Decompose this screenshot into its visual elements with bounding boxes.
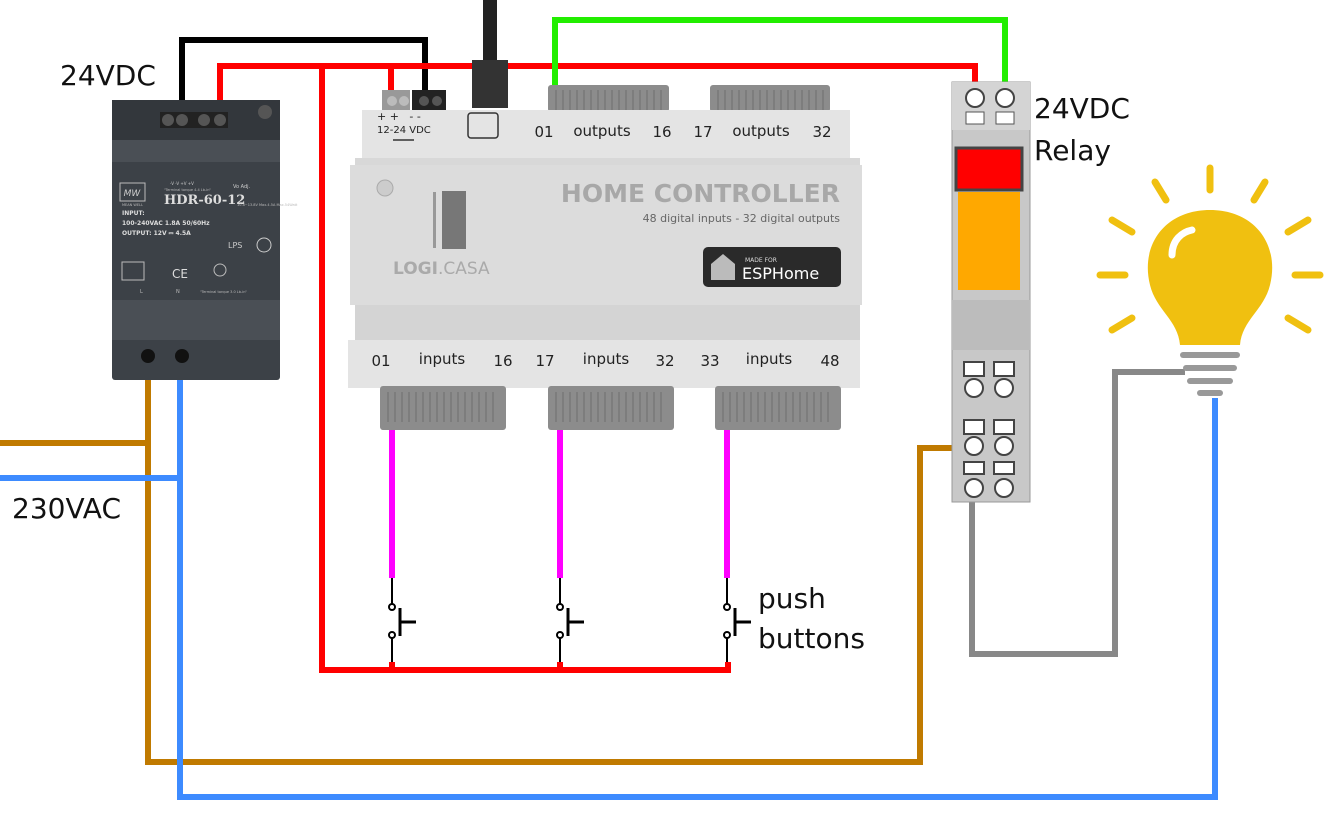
inputs-label-1: inputs — [419, 350, 466, 368]
power-voltage-label: 12-24 VDC — [377, 125, 431, 136]
output-connector-17-32 — [710, 85, 830, 112]
esphome-badge-small: MADE FOR — [745, 257, 777, 264]
push-buttons — [388, 578, 751, 662]
power-polarity: + + - - — [377, 110, 421, 123]
relay-label-line1: 24VDC — [1034, 92, 1130, 125]
inputs-end-32: 32 — [655, 352, 674, 370]
inputs-end-48: 48 — [820, 352, 839, 370]
input-connector-17-32 — [548, 386, 674, 430]
controller-title: HOME CONTROLLER — [561, 179, 840, 208]
psu-brand: MEAN WELL — [122, 203, 143, 207]
wire-switched-live — [969, 369, 1185, 657]
buttons-label-line2: buttons — [758, 622, 865, 655]
inputs-label-3: inputs — [746, 350, 793, 368]
psu-range: 10.8~13.8V Max.4.5A Max.54Watt — [237, 203, 298, 207]
esphome-house-icon — [711, 254, 735, 280]
psu-torque-top: "Terminal torque 4.4 Lb-in" — [164, 188, 211, 192]
psu-model: HDR-60-12 — [164, 193, 245, 208]
psu-voltage-label: 24VDC — [60, 59, 156, 92]
outputs-end-16: 16 — [652, 123, 671, 141]
logicasa-logo-icon — [442, 191, 466, 249]
inputs-start-01: 01 — [371, 352, 390, 370]
push-button-3 — [723, 578, 751, 662]
push-button-1 — [388, 578, 416, 662]
psu-input-title: INPUT: — [122, 210, 145, 217]
outputs-start-01: 01 — [534, 123, 553, 141]
esphome-badge-big: ESPHome — [742, 264, 819, 283]
controller-subtitle: 48 digital inputs - 32 digital outputs — [643, 212, 841, 225]
buttons-label-line1: push — [758, 582, 826, 615]
input-connector-01-16 — [380, 386, 506, 430]
ethernet-port-icon[interactable] — [467, 112, 499, 139]
input-connector-33-48 — [715, 386, 841, 430]
inputs-start-33: 33 — [700, 352, 719, 370]
esphome-badge — [703, 247, 841, 287]
relay-indicator — [954, 146, 1024, 192]
psu-ce-mark: CE — [172, 267, 188, 281]
relay-body — [958, 192, 1020, 290]
relay-module — [951, 81, 1031, 503]
wire-dc-positive-buttons — [319, 66, 731, 673]
outputs-start-17: 17 — [693, 123, 712, 141]
psu-terminal-l: L — [140, 289, 143, 295]
wires — [0, 0, 1218, 800]
psu-lps: LPS — [228, 241, 242, 250]
wire-live — [145, 356, 972, 765]
wire-relay-control — [552, 17, 1008, 98]
outputs-label-2: outputs — [732, 122, 789, 140]
inputs-label-2: inputs — [583, 350, 630, 368]
wire-neutral — [177, 356, 1218, 800]
push-button-2 — [556, 578, 584, 662]
svg-text:MW: MW — [124, 189, 142, 199]
output-connector-01-16 — [548, 85, 669, 112]
psu-output-spec: OUTPUT: 12V ⎓ 4.5A — [122, 230, 191, 237]
light-bulb-icon — [1096, 164, 1324, 396]
psu-terminals-top: -V -V +V +V — [170, 181, 194, 186]
inputs-end-16: 16 — [493, 352, 512, 370]
psu-input-spec: 100-240VAC 1.8A 50/60Hz — [122, 220, 210, 227]
power-supply: MW MEAN WELL -V -V +V +V "Terminal torqu… — [112, 100, 298, 380]
relay-label-line2: Relay — [1034, 134, 1111, 167]
inputs-start-17: 17 — [535, 352, 554, 370]
outputs-end-32: 32 — [812, 123, 831, 141]
outputs-label-1: outputs — [573, 122, 630, 140]
mains-voltage-label: 230VAC — [12, 492, 121, 525]
psu-adj: Vo Adj. — [233, 184, 251, 190]
psu-terminal-n: N — [176, 289, 180, 295]
status-led-icon — [376, 179, 394, 197]
brand-logo: LOGI.CASA — [393, 259, 490, 279]
psu-torque-bottom: "Terminal torque 3.0 Lb-in" — [200, 290, 247, 294]
home-controller: + + - - 12-24 VDC 01 outputs 16 17 outpu… — [348, 60, 862, 430]
